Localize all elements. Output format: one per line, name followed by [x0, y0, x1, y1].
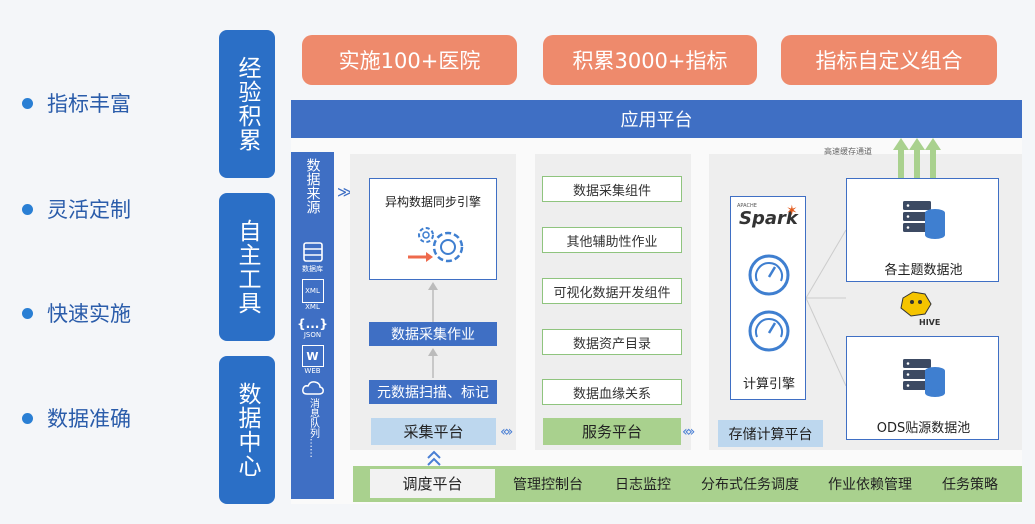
- database-icon: [302, 242, 323, 262]
- ods-pool-box: ODS贴源数据池: [846, 336, 999, 440]
- metadata-scan-box: 元数据扫描、标记: [369, 380, 497, 404]
- schedule-item: 分布式任务调度: [701, 477, 799, 493]
- json-icon: {...}: [297, 317, 328, 331]
- gauge-icon: [748, 310, 790, 352]
- service-item: 数据血缘关系: [542, 379, 682, 405]
- collect-platform: 采集平台: [371, 418, 496, 445]
- bullet-dot: [22, 97, 33, 109]
- schedule-platform: 调度平台: [370, 469, 495, 498]
- gears-icon: [408, 227, 464, 263]
- arrow-up-icon: [428, 348, 438, 378]
- hive-label: HIVE: [919, 318, 941, 327]
- bullet-label: 数据准确: [47, 407, 131, 431]
- data-storage-icon: [903, 359, 945, 397]
- hive-bee-icon: [900, 291, 932, 317]
- bullet-item: 数据准确: [22, 403, 131, 433]
- source-label: 消息队列……: [307, 398, 319, 458]
- bullet-label: 快速实施: [47, 302, 131, 326]
- bullet-item: 灵活定制: [22, 194, 131, 224]
- data-storage-icon: [903, 201, 945, 239]
- source-label: WEB: [304, 367, 321, 375]
- side-label-experience: 经验积累: [219, 30, 275, 178]
- spark-apache-label: APACHE: [737, 203, 757, 209]
- connector-lines: [806, 229, 847, 387]
- bullet-dot: [22, 203, 33, 215]
- hive-logo: HIVE: [899, 290, 943, 330]
- xml-source: XML XML: [301, 279, 324, 311]
- service-item: 数据采集组件: [542, 176, 682, 202]
- sync-engine-box: 异构数据同步引擎: [369, 178, 497, 280]
- bullet-label: 灵活定制: [47, 198, 131, 222]
- spark-logo: Spark: [739, 208, 798, 229]
- side-label-tools: 自主工具: [219, 193, 275, 341]
- source-label: JSON: [303, 331, 322, 339]
- schedule-item: 日志监控: [615, 477, 671, 493]
- database-source: 数据库: [301, 240, 325, 274]
- app-platform-bar: 应用平台: [291, 100, 1022, 138]
- schedule-item: 管理控制台: [513, 477, 583, 493]
- side-label-datacenter: 数据中心: [219, 356, 275, 504]
- source-label: 数据库: [302, 265, 323, 273]
- word-file-icon: W: [301, 345, 324, 367]
- gauge-icon: [748, 254, 790, 296]
- top-button-hospitals: 实施100+医院: [302, 35, 517, 85]
- collect-job-box: 数据采集作业: [369, 322, 497, 346]
- arrow-up-icon: [427, 450, 441, 466]
- source-label: XML: [305, 303, 320, 311]
- bullet-item: 快速实施: [22, 298, 131, 328]
- storage-compute-platform: 存储计算平台: [718, 420, 823, 447]
- cloud-icon: [301, 381, 324, 395]
- schedule-item: 任务策略: [942, 477, 998, 493]
- arrow-up-icon: [428, 282, 438, 322]
- schedule-item: 作业依赖管理: [828, 477, 912, 493]
- service-platform: 服务平台: [543, 418, 681, 445]
- web-source: W WEB: [301, 345, 324, 375]
- message-queue-source: 消息队列……: [301, 380, 325, 458]
- compute-engine-box: APACHE Spark ✶ 计算引擎: [730, 196, 806, 400]
- bullet-dot: [22, 307, 33, 319]
- upload-arrows-icon: [893, 138, 941, 178]
- bullet-label: 指标丰富: [47, 92, 131, 116]
- spark-star-icon: ✶: [786, 203, 798, 219]
- xml-file-icon: XML: [301, 279, 324, 303]
- top-button-custom-combo: 指标自定义组合: [781, 35, 997, 85]
- data-source-column: 数据来源 数据库 XML XML {...} JSON W WEB 消息队列……: [291, 152, 334, 499]
- compute-engine-label: 计算引擎: [742, 377, 795, 392]
- data-source-title: 数据来源: [304, 158, 321, 214]
- top-button-indicators: 积累3000+指标: [543, 35, 757, 85]
- service-item: 数据资产目录: [542, 329, 682, 355]
- ods-pool-label: ODS贴源数据池: [876, 421, 971, 436]
- bidirectional-arrow-icon: ‹‹››: [682, 424, 696, 440]
- arrow-right-icon: ≫: [337, 183, 353, 201]
- topic-pool-box: 各主题数据池: [846, 178, 999, 282]
- service-item: 其他辅助性作业: [542, 227, 682, 253]
- service-item: 可视化数据开发组件: [542, 278, 682, 304]
- bullet-item: 指标丰富: [22, 88, 131, 118]
- bullet-dot: [22, 412, 33, 424]
- topic-pool-label: 各主题数据池: [884, 263, 963, 278]
- bidirectional-arrow-icon: ‹‹››: [500, 424, 514, 440]
- cache-channel-label: 高速缓存通道: [824, 147, 872, 156]
- sync-engine-label: 异构数据同步引擎: [384, 195, 481, 209]
- json-source: {...} JSON: [297, 317, 328, 339]
